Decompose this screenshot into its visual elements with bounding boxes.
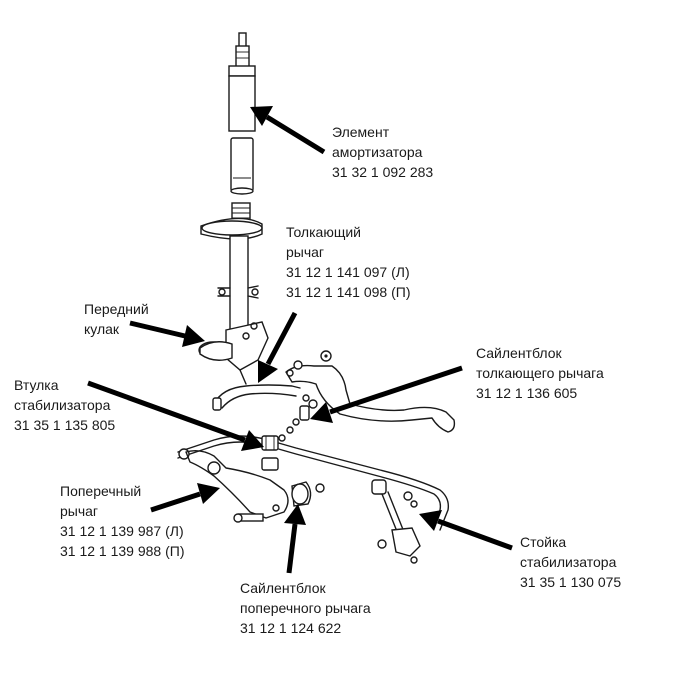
label-stabilizer-link-line1: Стойка (520, 534, 567, 550)
label-thrust-arm-bushing: Сайлентблок толкающего рычага 31 12 1 13… (476, 343, 604, 403)
label-thrust-arm-bushing-line1: Сайлентблок (476, 345, 562, 361)
label-shock-element-line1: Элемент (332, 124, 390, 140)
arrow-shock-element (250, 106, 326, 155)
thrust-arm-drawing (212, 350, 456, 433)
label-thrust-arm-line3: 31 12 1 141 097 (Л) (286, 264, 410, 280)
knuckle-drawing (198, 321, 269, 385)
label-front-knuckle-line2: кулак (84, 321, 120, 337)
label-stabilizer-bushing: Втулка стабилизатора 31 35 1 135 805 (14, 375, 115, 435)
stabilizer-link-drawing (371, 479, 421, 564)
label-stabilizer-link-line2: стабилизатора (520, 554, 617, 570)
label-shock-element: Элемент амортизатора 31 32 1 092 283 (332, 122, 433, 182)
control-arm-drawing (185, 449, 325, 523)
label-stabilizer-link-line3: 31 35 1 130 075 (520, 574, 622, 590)
label-thrust-arm-line2: рычаг (286, 244, 325, 260)
label-control-arm-bushing-line3: 31 12 1 124 622 (240, 620, 342, 636)
label-control-arm-line3: 31 12 1 139 987 (Л) (60, 523, 184, 539)
arrow-control-arm-bushing (284, 504, 306, 574)
label-thrust-arm: Толкающий рычаг 31 12 1 141 097 (Л) 31 1… (286, 222, 410, 302)
label-shock-element-line3: 31 32 1 092 283 (332, 164, 434, 180)
label-thrust-arm-bushing-line3: 31 12 1 136 605 (476, 385, 578, 401)
label-front-knuckle: Передний кулак (84, 299, 149, 339)
arrow-front-knuckle (129, 320, 205, 347)
label-control-arm-bushing-line1: Сайлентблок (240, 580, 326, 596)
label-stabilizer-bushing-line2: стабилизатора (14, 397, 111, 413)
arrow-stabilizer-link (419, 510, 513, 551)
label-control-arm-line2: рычаг (60, 503, 99, 519)
label-control-arm-bushing: Сайлентблок поперечного рычага 31 12 1 1… (240, 578, 371, 638)
arrow-control-arm (150, 483, 220, 513)
label-thrust-arm-bushing-line2: толкающего рычага (476, 365, 604, 381)
label-thrust-arm-line4: 31 12 1 141 098 (П) (286, 284, 411, 300)
label-shock-element-line2: амортизатора (332, 144, 423, 160)
label-stabilizer-link: Стойка стабилизатора 31 35 1 130 075 (520, 532, 621, 592)
label-control-arm-line4: 31 12 1 139 988 (П) (60, 543, 185, 559)
strut-drawing (200, 202, 263, 333)
label-control-arm-line1: Поперечный (60, 483, 142, 499)
label-control-arm: Поперечный рычаг 31 12 1 139 987 (Л) 31 … (60, 481, 184, 561)
stabilizer-bar-drawing (177, 418, 450, 531)
arrow-thrust-arm-bushing (310, 365, 463, 423)
label-thrust-arm-line1: Толкающий (286, 224, 361, 240)
label-stabilizer-bushing-line1: Втулка (14, 377, 59, 393)
label-control-arm-bushing-line2: поперечного рычага (240, 600, 371, 616)
arrow-stabilizer-bushing (87, 380, 264, 451)
shock-absorber-drawing (228, 32, 256, 195)
label-stabilizer-bushing-line3: 31 35 1 135 805 (14, 417, 116, 433)
label-front-knuckle-line1: Передний (84, 301, 149, 317)
arrow-thrust-arm (258, 311, 298, 383)
